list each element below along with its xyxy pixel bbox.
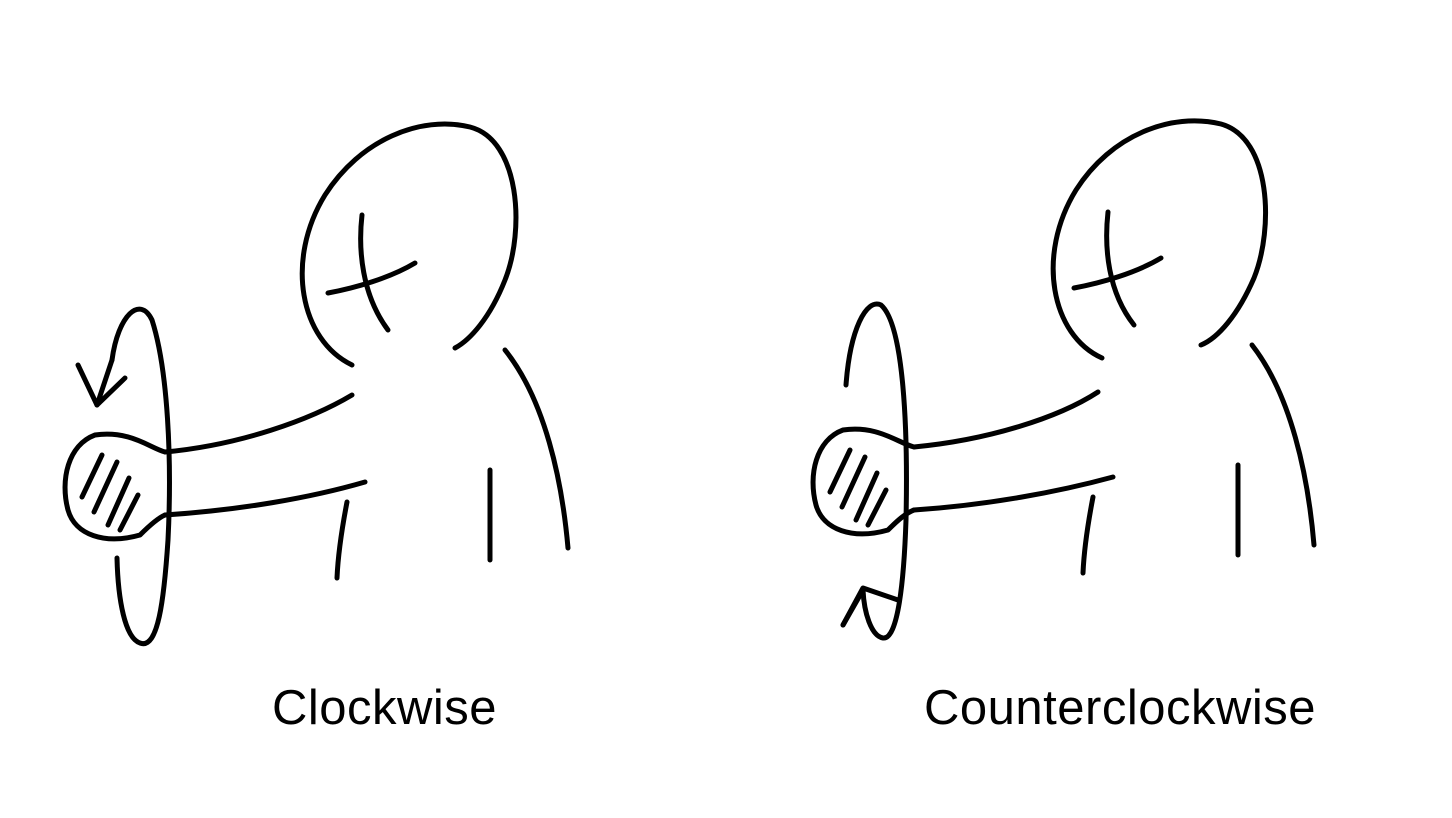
face-cross-vertical: [358, 212, 391, 333]
chest-line: [1080, 494, 1096, 576]
rotation-ellipse: [843, 301, 909, 641]
clockwise-arrow-icon: [75, 357, 128, 408]
arm-lower: [911, 474, 1116, 513]
arm-upper: [911, 389, 1101, 450]
clockwise-figure: [62, 121, 571, 647]
head-outline: [1050, 118, 1269, 361]
counterclockwise-figure: [726, 0, 1452, 818]
counterclockwise-sketch: [810, 118, 1317, 641]
arm-upper: [162, 392, 355, 455]
hand-hatching: [827, 447, 889, 528]
clockwise-sketch: [62, 121, 571, 647]
head-outline: [299, 121, 519, 368]
face-cross-vertical: [1104, 209, 1137, 328]
hand-outline: [810, 426, 917, 537]
arm-lower: [162, 479, 368, 518]
rotation-ellipse: [109, 306, 172, 647]
clockwise-label: Clockwise: [272, 681, 498, 735]
back-line: [502, 347, 571, 551]
chest-line: [334, 499, 350, 581]
hand-outline: [62, 431, 168, 542]
counterclockwise-label: Counterclockwise: [924, 681, 1316, 735]
back-line: [1249, 342, 1317, 548]
counterclockwise-arrow-icon: [840, 585, 901, 628]
hand-hatching: [79, 452, 141, 533]
face-cross-horizontal: [1071, 255, 1164, 291]
face-cross-horizontal: [325, 260, 418, 296]
